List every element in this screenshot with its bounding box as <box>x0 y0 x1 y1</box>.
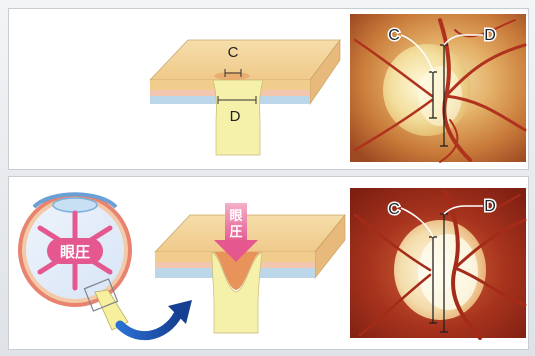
photo2-disc-label: D <box>484 198 496 215</box>
lens <box>53 198 97 212</box>
disc-label: D <box>230 108 241 125</box>
normal-fundus-photo: C D <box>350 14 526 162</box>
glaucoma-fundus-photo: C D <box>350 188 526 338</box>
cup-label: C <box>228 44 239 61</box>
pressure-arrow-label-1: 眼 <box>229 209 243 224</box>
normal-cross-section: C D <box>150 40 340 155</box>
pressure-arrow-label-2: 圧 <box>229 225 242 240</box>
curved-blue-arrow-icon <box>120 310 180 336</box>
photo-cup-label: C <box>388 27 400 44</box>
pressure-label: 眼圧 <box>60 243 90 261</box>
photo2-cup-label: C <box>388 201 400 218</box>
enlarged-cup <box>418 234 478 310</box>
photo-disc-label: D <box>484 27 496 44</box>
